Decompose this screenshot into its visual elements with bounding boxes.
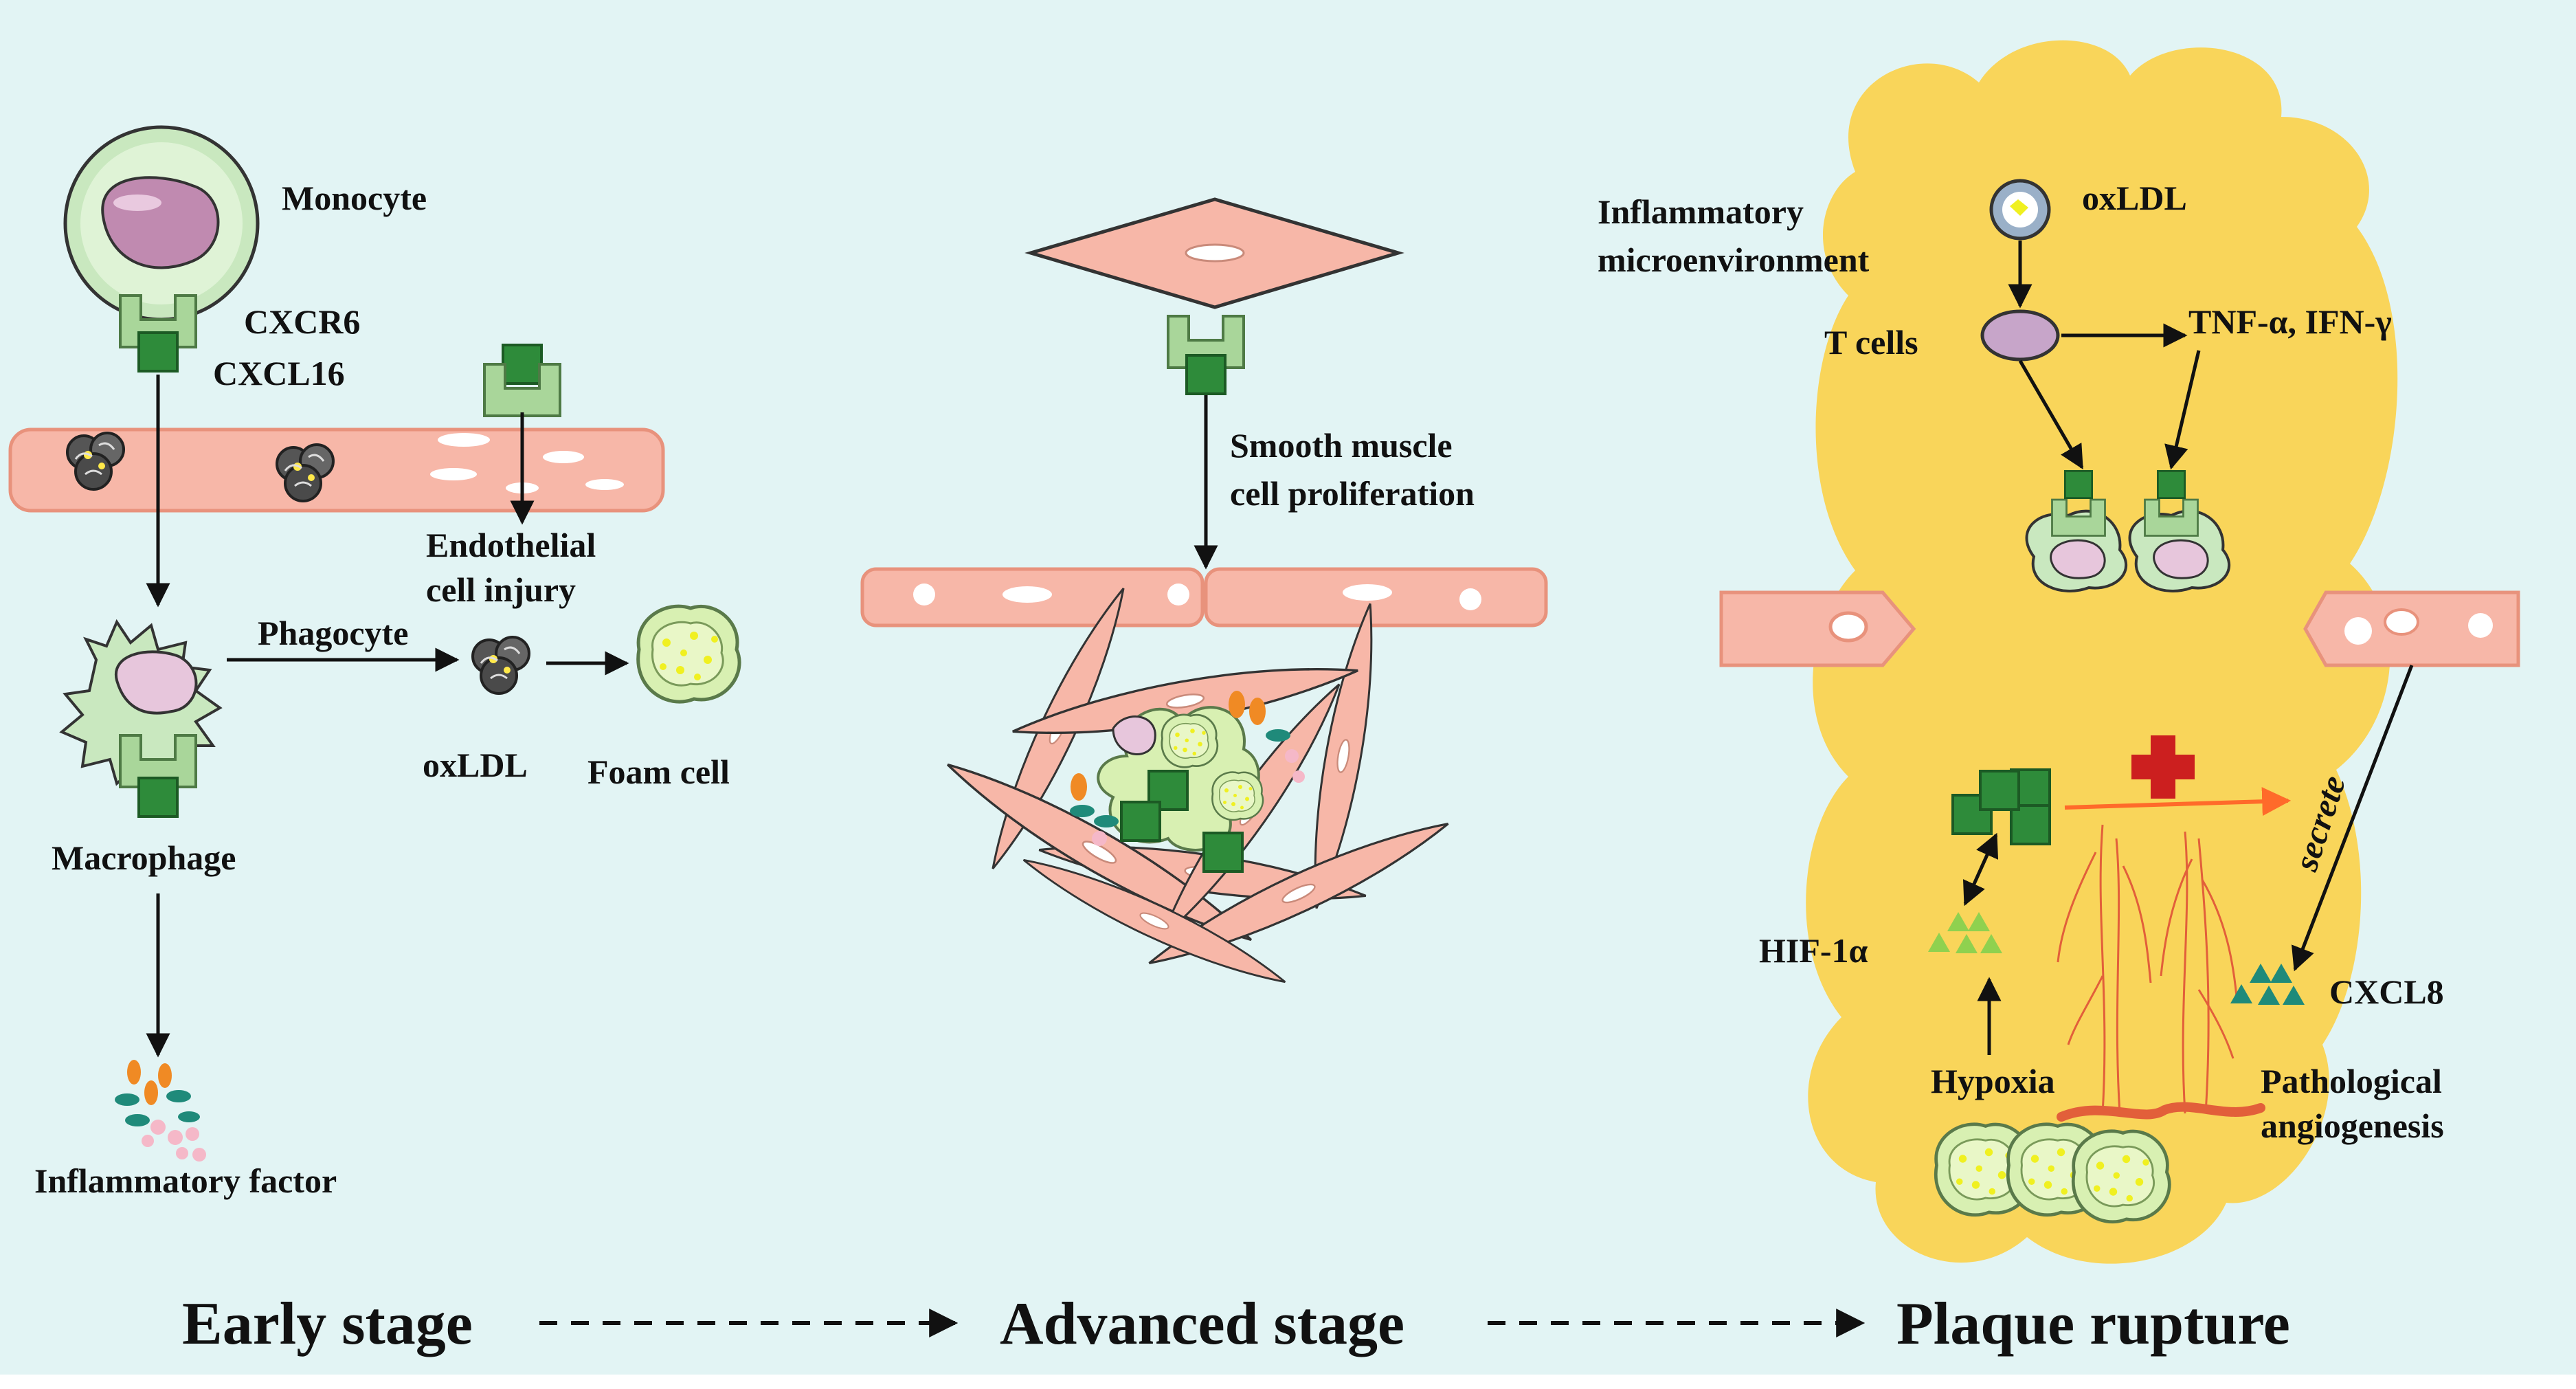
macrophage-chemokine xyxy=(137,777,179,818)
phagocyte-label: Phagocyte xyxy=(258,614,408,652)
cxcr6-label: CXCR6 xyxy=(244,302,360,341)
activated-macrophage-1 xyxy=(2025,470,2128,592)
angiogenesis-base xyxy=(2057,1102,2265,1122)
smc-chemokine xyxy=(1185,354,1227,395)
smc-proliferation-label-1: Smooth muscle xyxy=(1230,426,1453,465)
angiogenesis-vessels xyxy=(2057,824,2238,1114)
foam-cell-label: Foam cell xyxy=(587,753,730,791)
endothelial-injury-label-1: Endothelial xyxy=(426,526,596,564)
oxldl-label-early: oxLDL xyxy=(423,746,528,784)
monocyte-cell xyxy=(63,125,260,322)
plaque-rupture-panel: Inflammatory microenvironment oxLDL T ce… xyxy=(1598,40,2520,1264)
macrophage-label: Macrophage xyxy=(52,838,236,877)
advanced-stage-panel: Smooth muscle cell proliferation xyxy=(860,197,1548,998)
arrow-chemokine-hif xyxy=(1962,832,1999,907)
oxldl-particle-rupture xyxy=(1989,179,2051,241)
cxcl8-label: CXCL8 xyxy=(2329,973,2444,1011)
oxldl-label-rupture: oxLDL xyxy=(2082,179,2187,217)
t-cell xyxy=(1980,309,2060,362)
inhibition-cross-icon xyxy=(2131,735,2195,799)
microenvironment-label-2: microenvironment xyxy=(1598,241,1870,279)
early-stage-label: Early stage xyxy=(182,1291,473,1357)
arrow-secrete-to-cxcl8 xyxy=(2291,665,2414,972)
early-stage-panel: Monocyte CXCR6 CXCL16 Endothelial cell i… xyxy=(8,125,739,1200)
secrete-arrow xyxy=(2064,787,2292,816)
activated-macrophage-2 xyxy=(2128,470,2231,592)
cxcl16-label: CXCL16 xyxy=(213,354,345,392)
monocyte-label: Monocyte xyxy=(282,179,427,217)
endothelial-injury-label-2: cell injury xyxy=(426,570,576,609)
arrow-tcell-to-cell xyxy=(2018,359,2084,470)
inflammatory-factor-label: Inflammatory factor xyxy=(34,1162,337,1200)
plaque-core xyxy=(1070,691,1305,873)
arrow-cytokine-to-cell xyxy=(2164,350,2201,470)
microenvironment-label-1: Inflammatory xyxy=(1598,192,1804,231)
plaque-rupture-label: Plaque rupture xyxy=(1896,1291,2290,1357)
plaque-body xyxy=(1806,40,2398,1264)
foam-cell xyxy=(638,606,739,702)
cxcl16-chemokine xyxy=(137,331,179,373)
hypoxia-label: Hypoxia xyxy=(1931,1062,2055,1100)
cytokines-label: TNF-α, IFN-γ xyxy=(2188,302,2392,341)
t-cells-label: T cells xyxy=(1824,323,1918,362)
ruptured-vessel-wall xyxy=(1719,590,2520,667)
vessel-wall-early xyxy=(8,427,665,513)
inflammatory-factor-cluster xyxy=(115,1060,206,1162)
angiogenesis-label-1: Pathological xyxy=(2261,1062,2442,1100)
endothelial-chemokine xyxy=(502,344,543,385)
smooth-muscle-cell-top xyxy=(1024,197,1404,309)
hif-label: HIF-1α xyxy=(1759,931,1868,970)
advanced-stage-label: Advanced stage xyxy=(1000,1291,1404,1357)
stage-timeline: Early stage Advanced stage Plaque ruptur… xyxy=(182,1291,2290,1357)
foam-cell-cluster xyxy=(1936,1124,2169,1222)
smc-proliferation-label-2: cell proliferation xyxy=(1230,474,1475,513)
angiogenesis-label-2: angiogenesis xyxy=(2261,1107,2444,1145)
